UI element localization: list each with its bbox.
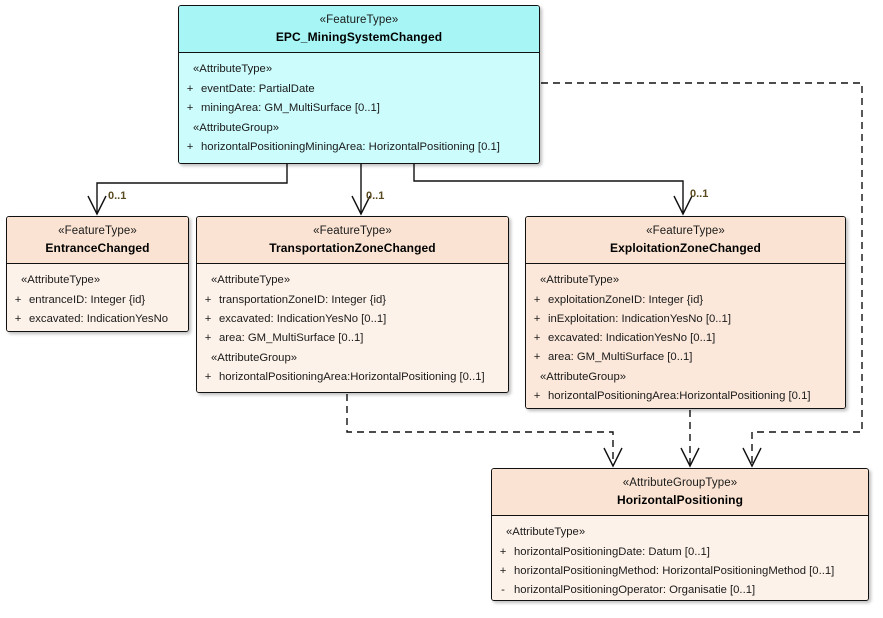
compartment-group-label: «AttributeGroup»	[211, 351, 298, 364]
class-epc-miningsystemchanged[interactable]: «FeatureType» EPC_MiningSystemChanged «A…	[178, 5, 540, 164]
visibility-marker: +	[499, 545, 507, 558]
connector-epc-exploitation	[413, 164, 693, 216]
compartment-group-label: «AttributeType»	[21, 274, 101, 287]
visibility-marker: +	[14, 293, 22, 306]
attribute-row: + excavated: IndicationYesNo [0..1]	[526, 329, 845, 348]
class-name: HorizontalPositioning	[616, 492, 744, 507]
attribute-row: + area: GM_MultiSurface [0..1]	[526, 348, 845, 367]
class-name: ExploitationZoneChanged	[610, 240, 761, 255]
compartment-group-label: «AttributeGroup»	[193, 121, 280, 134]
visibility-marker: +	[533, 312, 541, 325]
attribute-row: + miningArea: GM_MultiSurface [0..1]	[179, 99, 539, 118]
attribute-row: + horizontalPositioningArea:HorizontalPo…	[197, 368, 508, 387]
class-exploitationzonechanged[interactable]: «FeatureType» ExploitationZoneChanged «A…	[525, 216, 846, 409]
connector-epc-entrance	[87, 164, 288, 216]
class-name: EPC_MiningSystemChanged	[275, 29, 443, 44]
attribute-text: excavated: IndicationYesNo [0..1]	[548, 331, 716, 344]
class-horizontalpositioning[interactable]: «AttributeGroupType» HorizontalPositioni…	[491, 468, 869, 601]
visibility-marker: +	[186, 82, 194, 95]
attribute-row: + entranceID: Integer {id}	[7, 291, 188, 310]
compartment-group-label: «AttributeType»	[506, 526, 586, 539]
class-header: «FeatureType» EPC_MiningSystemChanged	[179, 6, 539, 54]
class-stereotype: «FeatureType»	[646, 225, 725, 237]
attribute-row: + horizontalPositioningDate: Datum [0..1…	[492, 543, 868, 562]
class-body: «AttributeType» + horizontalPositioningD…	[492, 516, 868, 600]
compartment-group-label: «AttributeType»	[540, 274, 620, 287]
multiplicity-label-transportation: 0..1	[366, 190, 385, 202]
visibility-marker: +	[533, 350, 541, 363]
attribute-text: area: GM_MultiSurface [0..1]	[219, 331, 364, 344]
visibility-marker: +	[186, 101, 194, 114]
attribute-text: transportationZoneID: Integer {id}	[219, 293, 387, 306]
attribute-text: miningArea: GM_MultiSurface [0..1]	[201, 101, 380, 114]
attribute-text: horizontalPositioningMiningArea: Horizon…	[201, 141, 500, 154]
class-body: «AttributeType» + transportationZoneID: …	[197, 264, 508, 392]
visibility-marker: +	[204, 312, 212, 325]
attribute-row: + eventDate: PartialDate	[179, 80, 539, 99]
class-header: «FeatureType» TransportationZoneChanged	[197, 217, 508, 265]
attribute-text: entranceID: Integer {id}	[29, 293, 146, 306]
connector-epc-transportation	[351, 164, 371, 216]
class-stereotype: «AttributeGroupType»	[622, 477, 738, 489]
class-transportationzonechanged[interactable]: «FeatureType» TransportationZoneChanged …	[196, 216, 509, 393]
class-name: TransportationZoneChanged	[269, 240, 436, 255]
class-entrancechanged[interactable]: «FeatureType» EntranceChanged «Attribute…	[6, 216, 189, 332]
attribute-text: excavated: IndicationYesNo	[29, 312, 169, 325]
attribute-text: horizontalPositioningArea:HorizontalPosi…	[219, 370, 485, 383]
attribute-text: eventDate: PartialDate	[201, 82, 315, 95]
attribute-text: exploitationZoneID: Integer {id}	[548, 293, 704, 306]
attribute-row: + horizontalPositioningArea:HorizontalPo…	[526, 387, 845, 406]
visibility-marker: +	[14, 312, 22, 325]
attribute-text: area: GM_MultiSurface [0..1]	[548, 350, 693, 363]
attribute-row: + transportationZoneID: Integer {id}	[197, 291, 508, 310]
class-body: «AttributeType» + entranceID: Integer {i…	[7, 264, 188, 331]
compartment-group-label: «AttributeType»	[211, 274, 291, 287]
multiplicity-label-exploitation: 0..1	[690, 188, 709, 200]
visibility-marker: +	[533, 389, 541, 402]
class-header: «FeatureType» ExploitationZoneChanged	[526, 217, 845, 265]
visibility-marker: +	[204, 331, 212, 344]
class-stereotype: «FeatureType»	[313, 225, 392, 237]
class-stereotype: «FeatureType»	[58, 225, 137, 237]
visibility-marker: +	[204, 370, 212, 383]
attribute-row: + exploitationZoneID: Integer {id}	[526, 291, 845, 310]
attribute-text: excavated: IndicationYesNo [0..1]	[219, 312, 387, 325]
attribute-text: horizontalPositioningDate: Datum [0..1]	[514, 545, 710, 558]
arrow-exploitation-horizontal	[680, 447, 700, 468]
visibility-marker: +	[533, 293, 541, 306]
attribute-row: + excavated: IndicationYesNo [0..1]	[197, 310, 508, 329]
visibility-marker: +	[204, 293, 212, 306]
attribute-row: + horizontalPositioningMethod: Horizonta…	[492, 562, 868, 581]
visibility-marker: +	[533, 331, 541, 344]
attribute-row: + area: GM_MultiSurface [0..1]	[197, 329, 508, 348]
compartment-group-label: «AttributeType»	[193, 63, 273, 76]
attribute-row: + horizontalPositioningMiningArea: Horiz…	[179, 138, 539, 157]
attribute-text: horizontalPositioningArea:HorizontalPosi…	[548, 389, 811, 402]
visibility-marker: +	[186, 141, 194, 154]
attribute-row: - horizontalPositioningOperator: Organis…	[492, 581, 868, 600]
visibility-marker: +	[499, 564, 507, 577]
attribute-text: horizontalPositioningOperator: Organisat…	[514, 583, 756, 596]
class-stereotype: «FeatureType»	[319, 14, 399, 26]
attribute-row: + excavated: IndicationYesNo	[7, 310, 188, 329]
arrow-transportation-horizontal	[603, 447, 623, 468]
compartment-group-label: «AttributeGroup»	[540, 370, 627, 383]
attribute-row: + inExploitation: IndicationYesNo [0..1]	[526, 310, 845, 329]
arrow-epc-horizontal	[742, 447, 762, 468]
multiplicity-label-entrance: 0..1	[108, 190, 127, 202]
class-body: «AttributeType» + exploitationZoneID: In…	[526, 264, 845, 408]
attribute-text: inExploitation: IndicationYesNo [0..1]	[548, 312, 731, 325]
class-body: «AttributeType» + eventDate: PartialDate…	[179, 53, 539, 163]
visibility-marker: -	[501, 583, 505, 596]
class-header: «AttributeGroupType» HorizontalPositioni…	[492, 469, 868, 517]
class-header: «FeatureType» EntranceChanged	[7, 217, 188, 265]
class-name: EntranceChanged	[45, 240, 150, 255]
attribute-text: horizontalPositioningMethod: HorizontalP…	[514, 564, 835, 577]
